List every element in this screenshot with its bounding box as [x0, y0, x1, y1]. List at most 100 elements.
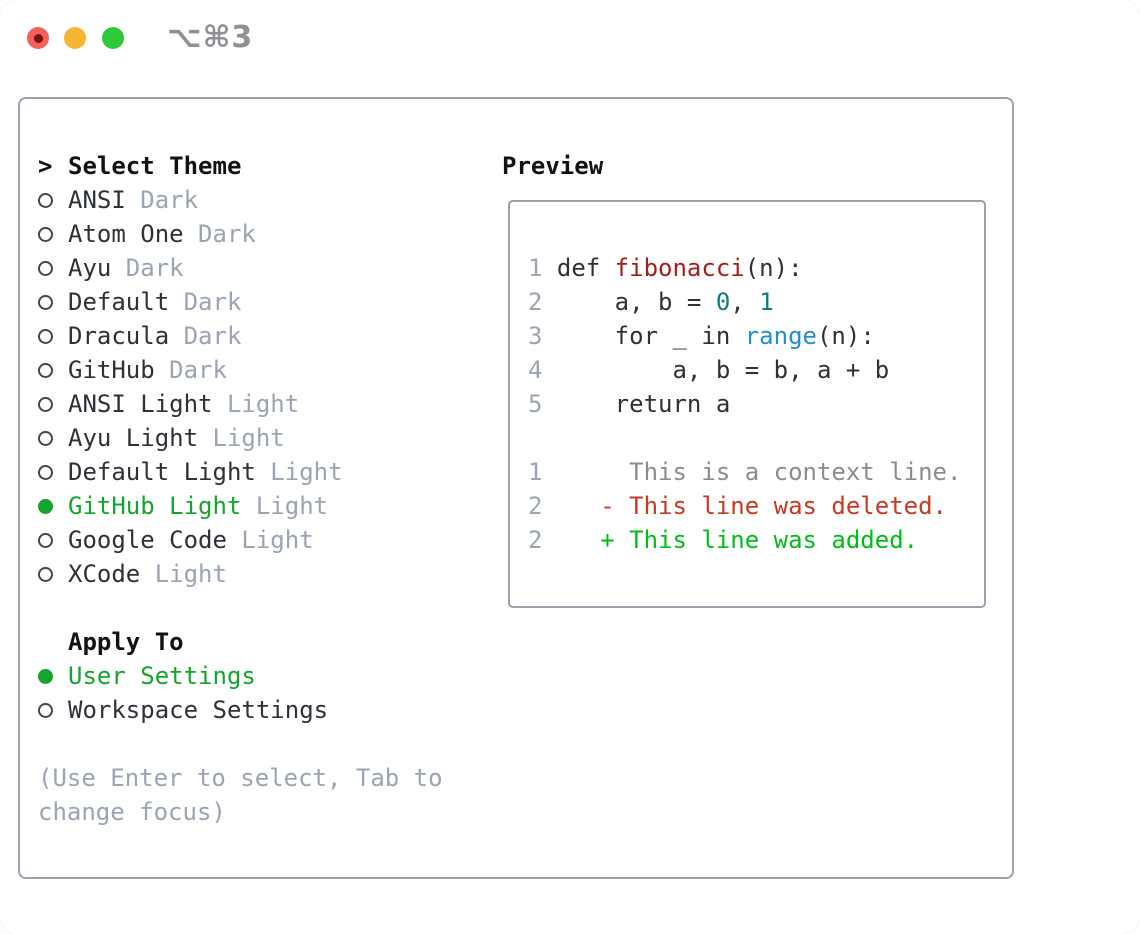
code-token-plain: ,: [730, 288, 760, 316]
theme-option[interactable]: GitHub Dark: [38, 353, 443, 387]
radio-icon: [38, 294, 53, 310]
code-line: 1 This is a context line.: [528, 455, 984, 489]
zoom-button[interactable]: [102, 27, 124, 49]
radio-icon: [38, 260, 53, 276]
code-token-plain: for _ in: [556, 322, 745, 350]
code-line: 4 a, b = b, a + b: [528, 353, 984, 387]
radio-marker: [38, 362, 68, 378]
radio-marker: [38, 668, 68, 684]
theme-option-label: Ayu Light: [68, 424, 199, 452]
apply-to-option[interactable]: Workspace Settings: [38, 693, 443, 727]
theme-option[interactable]: Default Dark: [38, 285, 443, 319]
apply-to-option-label: User Settings: [68, 662, 256, 690]
radio-icon: [38, 702, 53, 718]
theme-option[interactable]: Ayu Light Light: [38, 421, 443, 455]
window-title: ⌥⌘3: [167, 20, 254, 55]
radio-marker: [38, 260, 68, 276]
theme-variant-label: Light: [255, 458, 343, 486]
line-number: 2: [528, 492, 543, 520]
theme-variant-label: Light: [212, 390, 300, 418]
code-line: 2 - This line was deleted.: [528, 489, 984, 523]
theme-option[interactable]: GitHub Light Light: [38, 489, 443, 523]
code-line: 2 + This line was added.: [528, 523, 984, 557]
theme-option-label: ANSI: [68, 186, 126, 214]
code-line: 2 a, b = 0, 1: [528, 285, 984, 319]
theme-option[interactable]: XCode Light: [38, 557, 443, 591]
theme-option-label: GitHub Light: [68, 492, 242, 520]
help-text-line: change focus): [38, 798, 226, 826]
code-token-plain: a, b =: [556, 288, 716, 316]
theme-variant-label: Light: [241, 492, 329, 520]
line-number: 4: [528, 356, 543, 384]
radio-selected-icon: [38, 498, 53, 514]
theme-menu-title: Select Theme: [68, 152, 242, 180]
apply-to-option-label: Workspace Settings: [68, 696, 329, 724]
radio-marker: [38, 464, 68, 480]
theme-option-label: Default: [68, 288, 170, 316]
line-number: 1: [528, 458, 543, 486]
theme-variant-label: Dark: [183, 220, 256, 248]
radio-icon: [38, 566, 53, 582]
code-token-added: + This line was added.: [556, 526, 919, 554]
line-number: 2: [528, 526, 543, 554]
line-number: 3: [528, 322, 543, 350]
theme-option-label: GitHub: [68, 356, 155, 384]
code-line: 3 for _ in range(n):: [528, 319, 984, 353]
radio-marker: [38, 532, 68, 548]
code-token-plain: return a: [556, 390, 731, 418]
code-text: for _ in range(n):: [557, 322, 875, 350]
code-text: + This line was added.: [557, 526, 918, 554]
theme-variant-label: Dark: [169, 288, 242, 316]
code-text: return a: [556, 390, 731, 418]
code-token-plain: (n):: [816, 322, 875, 350]
radio-icon: [38, 362, 53, 378]
line-number: 2: [528, 288, 543, 316]
code-token-plain: def: [556, 254, 615, 282]
help-text-line: (Use Enter to select, Tab to: [38, 764, 443, 792]
theme-variant-label: Dark: [125, 186, 199, 214]
line-number: 1: [528, 254, 543, 282]
code-token-plain: (n):: [744, 254, 803, 282]
code-text: - This line was deleted.: [557, 492, 947, 520]
theme-option-label: XCode: [68, 560, 141, 588]
theme-option-label: Google Code: [68, 526, 227, 554]
code-token-func: fibonacci: [614, 254, 745, 282]
theme-option-label: ANSI Light: [68, 390, 213, 418]
theme-option[interactable]: ANSI Light Light: [38, 387, 443, 421]
theme-option[interactable]: Ayu Dark: [38, 251, 443, 285]
apply-to-option[interactable]: User Settings: [38, 659, 443, 693]
code-text: def fibonacci(n):: [557, 254, 803, 282]
radio-icon: [38, 328, 53, 344]
radio-icon: [38, 532, 53, 548]
theme-option[interactable]: Atom One Dark: [38, 217, 443, 251]
radio-marker: [38, 396, 68, 412]
code-line: 5 return a: [528, 387, 984, 421]
theme-option[interactable]: ANSI Dark: [38, 183, 443, 217]
theme-menu-header: >Select Theme: [38, 149, 443, 183]
apply-to-title: Apply To: [68, 628, 184, 656]
close-button[interactable]: [27, 27, 49, 49]
radio-marker: [38, 566, 68, 582]
code-token-deleted: - This line was deleted.: [556, 492, 948, 520]
radio-marker: [38, 702, 68, 718]
theme-option[interactable]: Google Code Light: [38, 523, 443, 557]
theme-option[interactable]: Default Light Light: [38, 455, 443, 489]
radio-marker: [38, 294, 68, 310]
theme-variant-label: Light: [198, 424, 285, 452]
minimize-button[interactable]: [64, 27, 86, 49]
theme-option[interactable]: Dracula Dark: [38, 319, 443, 353]
radio-icon: [38, 396, 53, 412]
apply-to-header: Apply To: [38, 625, 443, 659]
theme-option-label: Dracula: [68, 322, 170, 350]
theme-variant-label: Dark: [111, 254, 184, 282]
theme-option-label: Default Light: [68, 458, 256, 486]
code-text: This is a context line.: [557, 458, 961, 486]
radio-icon: [38, 430, 53, 446]
code-line: 1 def fibonacci(n):: [528, 251, 984, 285]
spacer-row: [38, 727, 443, 761]
line-number: 5: [528, 390, 543, 418]
radio-marker: [38, 498, 68, 514]
